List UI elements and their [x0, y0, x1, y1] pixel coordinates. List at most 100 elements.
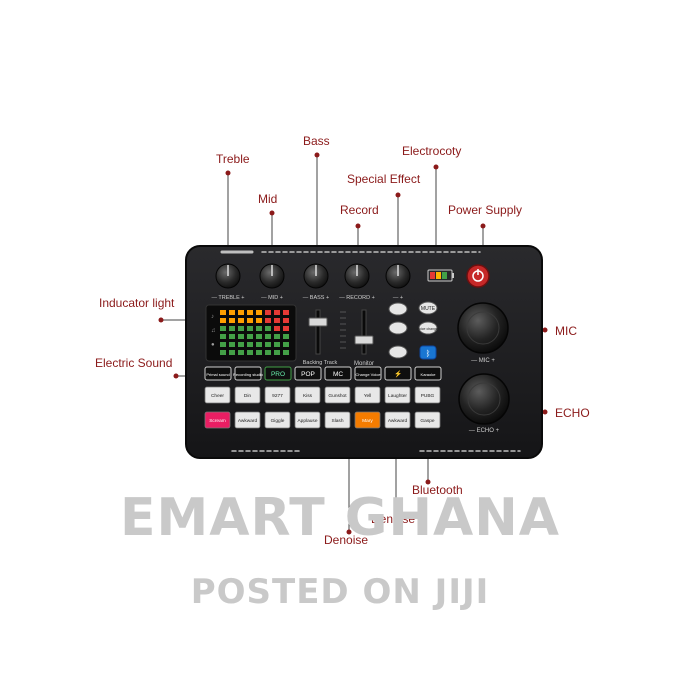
led-cell [256, 326, 262, 331]
led-cell [229, 326, 235, 331]
sound-pad-label: Gaspe [420, 418, 434, 424]
led-cell [238, 310, 244, 315]
sound-pad-label: 9277 [272, 393, 283, 399]
sound-pad-label: Mary [362, 418, 373, 424]
mode-button-label: ⚡ [394, 370, 402, 378]
watermark-line-1: EMART GHANA [120, 488, 560, 548]
led-cell [283, 310, 289, 315]
svg-text:●: ● [211, 342, 215, 348]
sound-pad-label: Cheer [211, 393, 224, 399]
echo-callout: ECHO [555, 406, 590, 420]
led-cell [247, 334, 253, 339]
led-cell [256, 310, 262, 315]
sound-pad: Gunshot [324, 386, 351, 404]
special-effect-callout: Special Effect [347, 172, 421, 186]
led-cell [229, 342, 235, 347]
led-cell [247, 342, 253, 347]
svg-text:♪: ♪ [211, 314, 214, 320]
led-cell [265, 350, 271, 355]
led-cell [256, 318, 262, 323]
mode-button: Recording studio [233, 366, 264, 381]
led-cell [220, 350, 226, 355]
led-cell [274, 318, 280, 323]
mute-button-label: MUTE [421, 306, 436, 312]
sound-pad-label: Awkward [238, 418, 258, 424]
faders: Backing Track Monitor [303, 309, 374, 367]
sound-pad-row-1: Cheer Din 9277 Kiss Gunshot Yell Laughter PUBG [204, 386, 441, 404]
bass-callout: Bass [303, 134, 330, 148]
led-cell [274, 334, 280, 339]
led-cell [220, 318, 226, 323]
led-cell [265, 334, 271, 339]
sound-pad-label: Laughter [388, 393, 407, 399]
echo-knob: — ECHO + [458, 373, 510, 434]
mode-button-label: Recording studio [233, 372, 264, 377]
effect-knob-label: — + [393, 295, 403, 301]
sound-pad-label: Yell [364, 393, 372, 399]
sound-pad: Awkward [384, 411, 411, 429]
sound-pad: Laughter [384, 386, 411, 404]
led-cell [238, 318, 244, 323]
sound-pad: Kiss [294, 386, 321, 404]
record-knob-label: — RECORD + [339, 295, 375, 301]
sound-pad: Awkward [234, 411, 261, 429]
sound-pad: Yell [354, 386, 381, 404]
led-meter: ♪♫● [205, 304, 297, 362]
led-cell [274, 310, 280, 315]
voice-changer-label: Voice changer [417, 327, 440, 331]
led-cell [247, 318, 253, 323]
led-cell [283, 342, 289, 347]
mic-knob-label: — MIC + [471, 358, 495, 364]
backing-track-label: Backing Track [303, 360, 338, 366]
side-buttons: MUTE Voice changer ᛒ [388, 301, 440, 360]
top-knobs [215, 263, 411, 289]
mic-knob: — MIC + [457, 302, 509, 364]
sound-pad-label: PUBG [421, 393, 435, 399]
led-cell [247, 350, 253, 355]
bluetooth-button [419, 345, 437, 360]
led-cell [283, 326, 289, 331]
mode-button-label: PRO [271, 371, 285, 378]
sound-pad: Scream [204, 411, 231, 429]
mode-button: PRO [264, 366, 292, 381]
bass-knob-label: — BASS + [303, 295, 329, 301]
mode-button-label: Change Voice [356, 372, 382, 377]
treble-callout: Treble [216, 152, 250, 166]
led-cell [220, 310, 226, 315]
sound-pad-label: Kiss [303, 393, 313, 399]
mid-callout: Mid [258, 192, 278, 206]
led-cell [238, 350, 244, 355]
led-cell [265, 326, 271, 331]
sound-pad-label: Scream [209, 418, 226, 424]
sound-pad-label: Applause [297, 418, 317, 424]
power-button [466, 264, 490, 288]
battery-indicator [427, 269, 454, 282]
mode-button: Karaoke [414, 366, 442, 381]
mode-button: ⚡ [384, 366, 412, 381]
led-cell [274, 342, 280, 347]
sound-pad: Cheer [204, 386, 231, 404]
sound-pad: Din [234, 386, 261, 404]
led-cell [256, 334, 262, 339]
sound-pad: Slash [324, 411, 351, 429]
sound-pad-label: Gunshot [328, 393, 347, 399]
sound-pad: Mary [354, 411, 381, 429]
led-cell [238, 342, 244, 347]
watermark-line-2: POSTED ON JIJI [190, 572, 490, 612]
mode-button-label: Karaoke [421, 372, 437, 377]
led-cell [229, 334, 235, 339]
led-cell [274, 326, 280, 331]
bluetooth-callout: Bluetooth [412, 483, 463, 497]
denoise-callout-left: Denoise [324, 533, 369, 547]
sound-pad: Applause [294, 411, 321, 429]
led-cell [256, 350, 262, 355]
mode-button-label: Primal sound [206, 372, 229, 377]
electrocoty-callout: Electrocoty [402, 144, 462, 158]
sound-pad: Gaspe [414, 411, 441, 429]
sound-pad: 9277 [264, 386, 291, 404]
record-callout: Record [340, 203, 379, 217]
power-supply-callout: Power Supply [448, 203, 523, 217]
